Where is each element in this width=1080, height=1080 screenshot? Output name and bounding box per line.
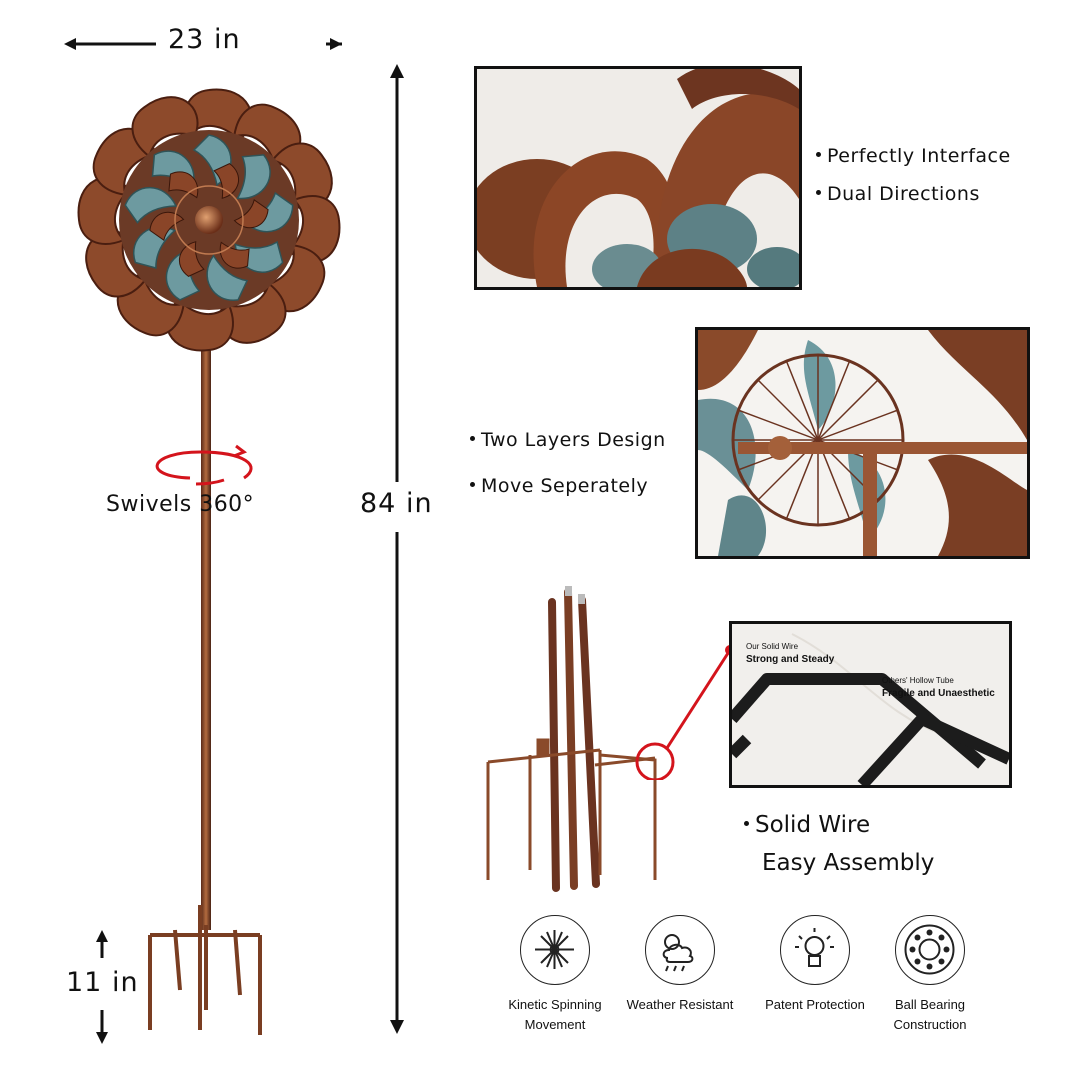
kinetic-spinning-icon [520, 915, 590, 985]
patent-protection-icon [780, 915, 850, 985]
feature-item: Dual Directions [816, 175, 1011, 213]
wire-comparison-image: Our Solid Wire Strong and Steady Others'… [729, 621, 1012, 788]
feature-item: Two Layers Design [470, 417, 666, 463]
feature-item: Move Seperately [470, 463, 666, 509]
others-title: Fragile and Unaesthetic [882, 688, 995, 699]
feature-list-3: Solid Wire Easy Assembly [744, 806, 934, 882]
width-label: 23 in [156, 24, 253, 55]
feature-item: Easy Assembly [762, 850, 935, 876]
ball-bearing-icon [895, 915, 965, 985]
height-arrow-icon [390, 64, 404, 1034]
wire-comparison-drawing [732, 624, 1009, 785]
width-dimension: 23 in [62, 24, 344, 62]
feature-item: Solid Wire [744, 806, 934, 844]
height-label: 84 in [360, 488, 433, 519]
feature-patent: Patent Protection [750, 915, 880, 1015]
ours-title: Strong and Steady [746, 654, 835, 665]
detail-image-wheel [695, 327, 1030, 559]
feature-label: Patent Protection [765, 997, 865, 1012]
feature-item: Perfectly Interface [816, 137, 1011, 175]
base-arrow-icon [96, 930, 108, 1044]
stake-parts-illustration [486, 586, 657, 892]
feature-list-2: Two Layers Design Move Seperately [470, 417, 666, 509]
detail-image-petals [474, 66, 802, 290]
swivel-label: Swivels 360° [106, 492, 255, 517]
weather-resistant-icon [645, 915, 715, 985]
wind-spinner-illustration [77, 88, 341, 1035]
others-caption: Others' Hollow Tube [882, 676, 954, 685]
feature-list-1: Perfectly Interface Dual Directions [816, 137, 1011, 213]
feature-label: Weather Resistant [626, 997, 734, 1012]
feature-weather: Weather Resistant [615, 915, 745, 1015]
base-label: 11 in [66, 967, 139, 998]
ours-caption: Our Solid Wire [746, 642, 799, 651]
callout-circle-icon [635, 645, 735, 780]
